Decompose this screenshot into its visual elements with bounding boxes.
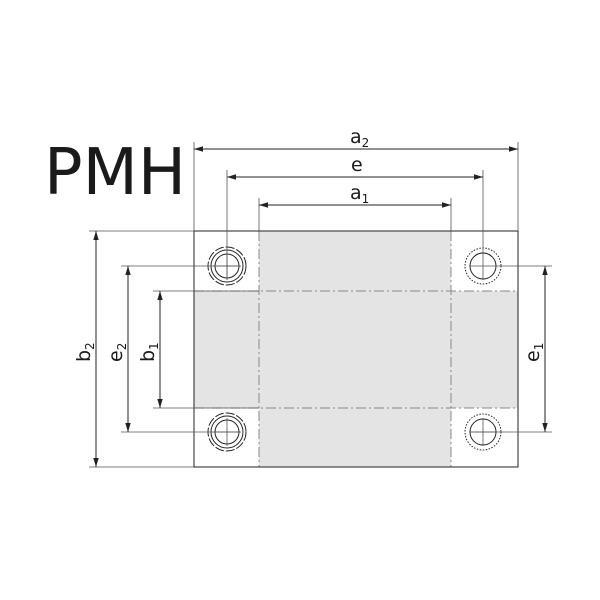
extension-lines (89, 142, 552, 468)
label-e2: e2 (105, 343, 129, 362)
label-a2: a2 (350, 126, 369, 150)
label-e1: e1 (522, 343, 546, 362)
label-b1: b1 (137, 342, 161, 362)
label-a1: a1 (350, 182, 369, 206)
label-b2: b2 (73, 342, 97, 362)
product-title: PMH (44, 136, 186, 210)
dimension-lines (93, 146, 548, 467)
plate (193, 230, 519, 468)
label-e: e (351, 154, 363, 176)
